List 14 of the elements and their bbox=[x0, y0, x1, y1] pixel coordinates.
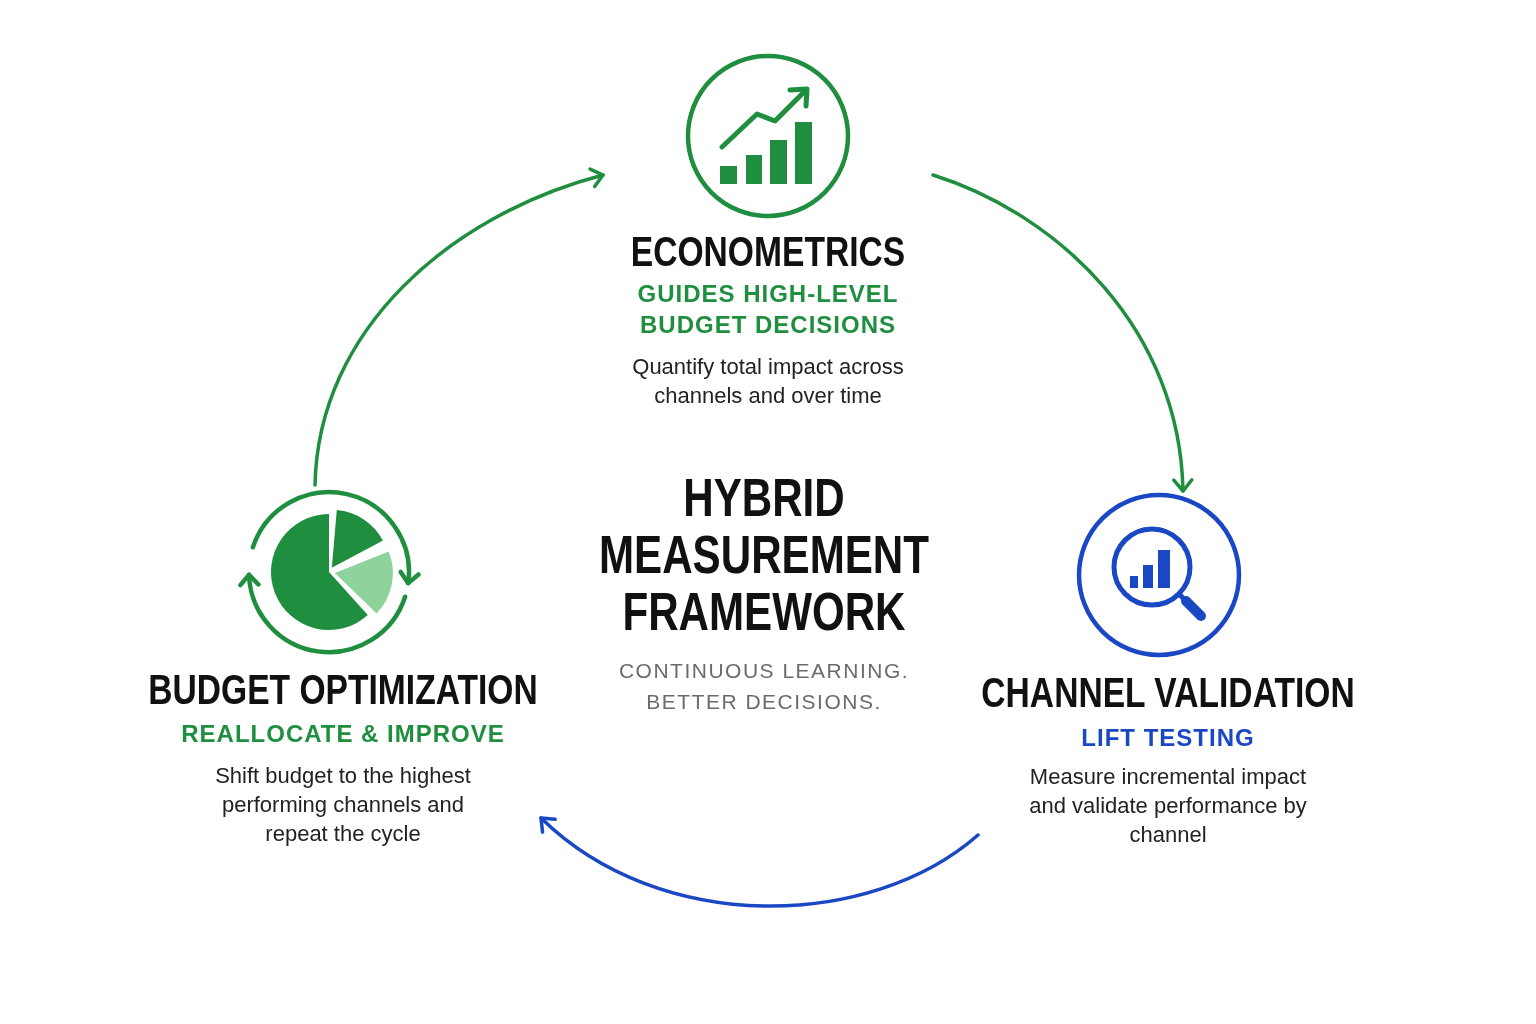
framework-title: HYBRID MEASUREMENT FRAMEWORK bbox=[598, 468, 930, 640]
cycle-arrow bbox=[313, 167, 605, 487]
stage-description: Measure incremental impact and validate performance by channel bbox=[1028, 762, 1308, 849]
tagline: CONTINUOUS LEARNING. BETTER DECISIONS. bbox=[617, 657, 911, 715]
cycle-arrow bbox=[931, 173, 1193, 493]
stage-title: ECONOMETRICS bbox=[630, 230, 906, 274]
stage-subtitle: GUIDES HIGH-LEVEL BUDGET DECISIONS bbox=[636, 279, 900, 340]
stage-subtitle: REALLOCATE & IMPROVE bbox=[180, 718, 506, 749]
stage-title: CHANNEL VALIDATION bbox=[981, 671, 1355, 715]
stage-description: Shift budget to the highest performing channels and repeat the cycle bbox=[214, 761, 472, 848]
cycle-arrow bbox=[539, 816, 980, 908]
stage-description: Quantify total impact across channels and over time bbox=[631, 352, 905, 410]
stage-title: BUDGET OPTIMIZATION bbox=[148, 668, 538, 712]
stage-subtitle: LIFT TESTING bbox=[1080, 722, 1256, 753]
